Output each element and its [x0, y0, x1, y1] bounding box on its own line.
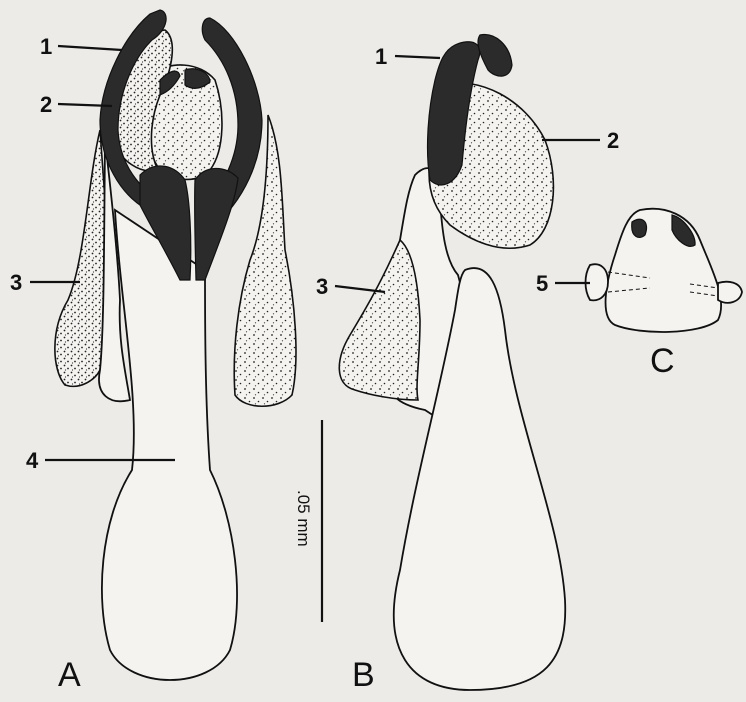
structure-1-tip-b [478, 35, 512, 77]
panel-b-drawing [339, 35, 565, 690]
panel-c-drawing [586, 209, 743, 332]
label-3-b: 3 [316, 274, 328, 299]
scale-bar-label: .05 mm [294, 490, 313, 547]
panel-label-b: B [352, 656, 375, 694]
structure-5-right-c [718, 282, 742, 303]
structure-4-tube-a [102, 210, 237, 680]
label-3-a: 3 [10, 270, 22, 295]
leader-1-a [58, 46, 122, 50]
panel-label-a: A [58, 656, 81, 694]
panel-label-c: C [650, 342, 675, 380]
structure-3-left-a [55, 130, 106, 386]
label-2-b: 2 [607, 128, 619, 153]
label-2-a: 2 [40, 92, 52, 117]
structure-3-b [339, 240, 420, 400]
label-4-a: 4 [26, 448, 39, 473]
structure-c-left-mark [632, 219, 647, 237]
label-1-a: 1 [40, 34, 52, 59]
label-5-c: 5 [536, 271, 548, 296]
label-1-b: 1 [375, 44, 387, 69]
structure-c-body [606, 209, 722, 332]
panel-a-drawing [55, 10, 296, 680]
leader-1-b [395, 56, 440, 58]
